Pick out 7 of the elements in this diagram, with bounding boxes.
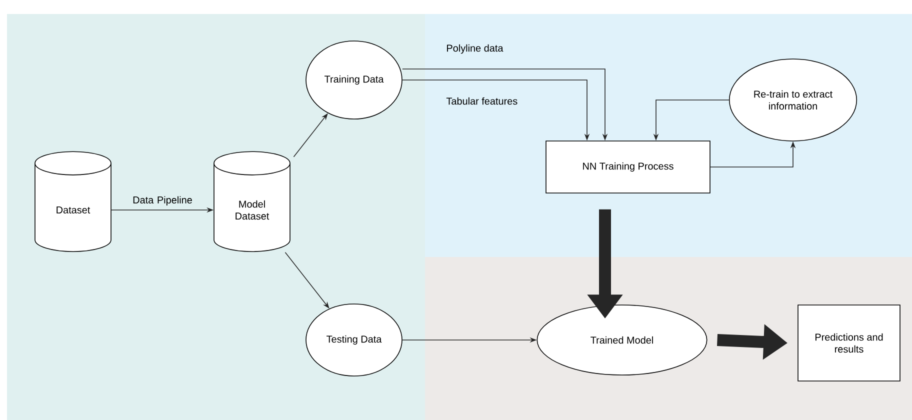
database-cylinder: Model Dataset [214, 151, 290, 252]
edge-label: Polyline data [447, 44, 504, 54]
edge-label: Data Pipeline [133, 196, 192, 206]
process-box: Predictions and results [798, 304, 900, 382]
process-box: NN Training Process [546, 140, 710, 194]
edge-label: Tabular features [446, 97, 518, 105]
database-cylinder: Dataset [34, 151, 112, 252]
